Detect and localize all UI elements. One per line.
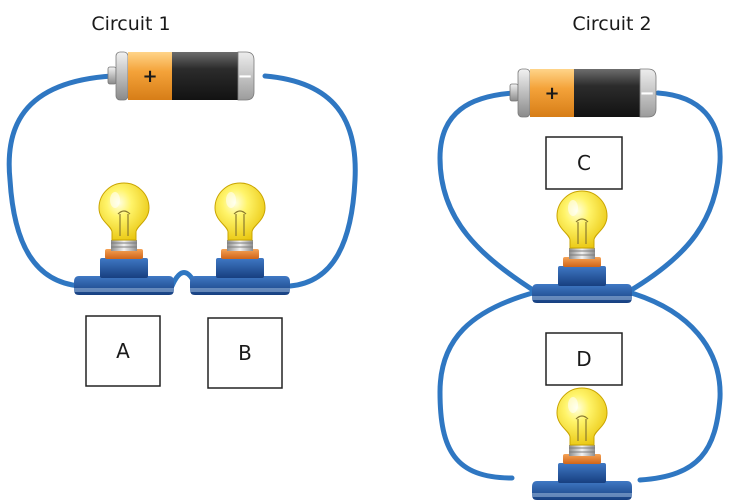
bulb-c bbox=[531, 190, 633, 304]
circuit-1-wire bbox=[6, 73, 358, 289]
battery-1: + − bbox=[107, 51, 255, 101]
label-box-a: A bbox=[85, 315, 161, 387]
circuit-2-wire bbox=[437, 90, 723, 483]
label-box-b: B bbox=[207, 317, 283, 389]
bulb-d bbox=[531, 387, 633, 501]
negative-sign: − bbox=[639, 83, 654, 104]
bulb-b bbox=[189, 182, 291, 296]
label-a: A bbox=[116, 339, 130, 363]
positive-sign: + bbox=[142, 66, 157, 87]
label-d: D bbox=[576, 347, 591, 371]
positive-sign: + bbox=[544, 83, 559, 104]
label-c: C bbox=[577, 151, 591, 175]
label-b: B bbox=[238, 341, 252, 365]
label-box-c: C bbox=[545, 136, 623, 190]
label-box-d: D bbox=[545, 332, 623, 386]
bulb-a bbox=[73, 182, 175, 296]
circuit-1-title: Circuit 1 bbox=[91, 13, 170, 35]
battery-2: + − bbox=[509, 68, 657, 118]
negative-sign: − bbox=[237, 66, 252, 87]
circuit-2-title: Circuit 2 bbox=[572, 13, 651, 35]
